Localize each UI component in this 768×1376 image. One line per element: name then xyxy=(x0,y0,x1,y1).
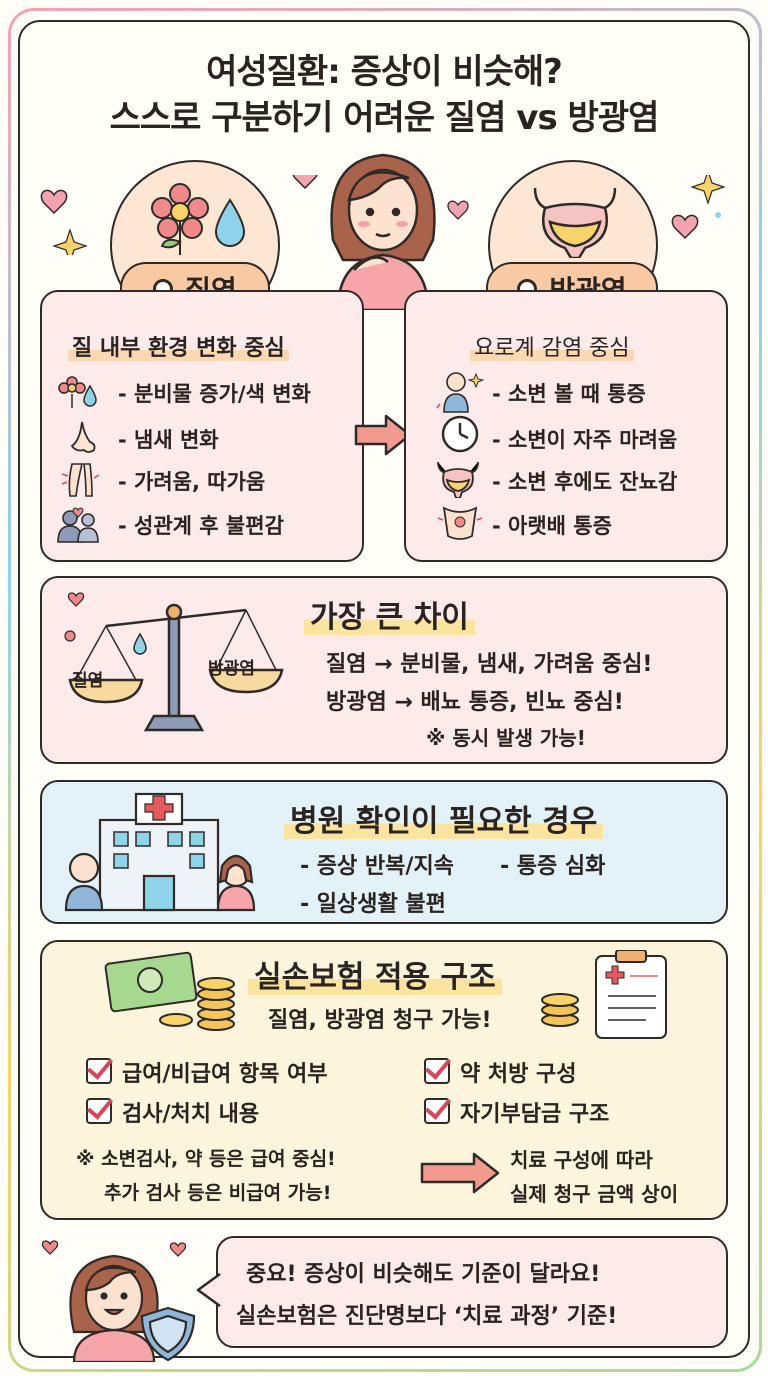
insurance-note-1: ※ 소변검사, 약 등은 급여 중심! xyxy=(76,1148,336,1170)
result-arrow-icon xyxy=(420,1152,500,1194)
itchy-legs-icon xyxy=(61,463,100,497)
flower-drop-icon xyxy=(58,376,97,408)
speech-tail xyxy=(196,1272,221,1308)
scale-left-label: 질염 xyxy=(72,671,104,691)
abdomen-icon xyxy=(437,506,483,540)
page-title-line2: 스스로 구분하기 어려운 질염 vs 방광염 xyxy=(109,98,660,138)
difference-line-1: 질염 → 분비물, 냄새, 가려움 중심! xyxy=(326,652,653,677)
bladder-icon xyxy=(437,461,479,498)
insurance-check-1: 급여/비급여 항목 여부 xyxy=(122,1062,328,1087)
checkbox-icon xyxy=(86,1058,112,1084)
cystitis-item-4: - 아랫배 통증 xyxy=(492,514,612,538)
hospital-icon xyxy=(64,792,256,912)
insurance-check-4: 자기부담금 구조 xyxy=(460,1102,610,1127)
hospital-title: 병원 확인이 필요한 경우 xyxy=(284,796,604,840)
compare-arrow-icon xyxy=(354,414,412,456)
cystitis-item-2: - 소변이 자주 마려움 xyxy=(492,428,678,452)
insurance-result-2: 실제 청구 금액 상이 xyxy=(510,1182,679,1206)
checkbox-icon xyxy=(424,1058,450,1084)
hospital-item-2: - 통증 심화 xyxy=(500,854,606,879)
hospital-item-1: - 증상 반복/지속 xyxy=(300,854,454,879)
clipboard-coins-icon xyxy=(541,950,667,1039)
vaginitis-item-1: - 분비물 증가/색 변화 xyxy=(118,382,311,406)
footer-line-1: 중요! 증상이 비슷해도 기준이 달라요! xyxy=(246,1262,601,1287)
woman-shield-illustration xyxy=(41,1240,196,1362)
cystitis-item-1: - 소변 볼 때 통증 xyxy=(492,382,646,406)
insurance-check-2: 약 처방 구성 xyxy=(460,1062,577,1087)
vaginitis-item-4: - 성관계 후 불편감 xyxy=(118,514,284,538)
scale-right-label: 방광염 xyxy=(208,659,255,679)
hospital-item-3: - 일상생활 불편 xyxy=(300,892,446,917)
insurance-subtitle: 질염, 방광염 청구 가능! xyxy=(268,1008,492,1033)
vaginitis-panel xyxy=(40,290,364,562)
checkbox-icon xyxy=(424,1098,450,1124)
balance-scale-icon xyxy=(64,592,284,732)
money-coins-icon xyxy=(104,951,235,1031)
clock-icon xyxy=(441,415,479,453)
flower-drop-icon xyxy=(151,183,246,255)
pain-person-icon xyxy=(436,372,484,413)
checkbox-icon xyxy=(86,1098,112,1124)
bladder-icon-large xyxy=(533,187,617,258)
difference-note: ※ 동시 발생 가능! xyxy=(426,726,586,750)
footer-speech-bubble xyxy=(216,1236,728,1348)
insurance-note-2: 추가 검사 등은 비급여 가능! xyxy=(104,1182,332,1204)
nose-icon xyxy=(70,421,96,453)
cystitis-item-3: - 소변 후에도 잔뇨감 xyxy=(492,470,678,494)
vaginitis-item-3: - 가려움, 따가움 xyxy=(118,470,266,494)
insurance-title: 실손보험 적용 구조 xyxy=(248,952,502,996)
difference-line-2: 방광염 → 배뇨 통증, 빈뇨 중심! xyxy=(326,690,624,715)
footer-line-2: 실손보험은 진단명보다 ‘치료 과정’ 기준! xyxy=(236,1304,618,1329)
decor-sparkles xyxy=(40,175,726,255)
vaginitis-subtitle: 질 내부 환경 변화 중심 xyxy=(68,330,289,362)
difference-title: 가장 큰 차이 xyxy=(304,592,475,636)
woman-thinking-illustration xyxy=(330,153,436,310)
cystitis-subtitle: 요로계 감염 중심 xyxy=(470,330,634,362)
insurance-result-1: 치료 구성에 따라 xyxy=(510,1148,653,1172)
page-title-line1: 여성질환: 증상이 비슷해? xyxy=(206,52,563,92)
vaginitis-item-2: - 냄새 변화 xyxy=(118,428,219,452)
couple-icon xyxy=(57,507,99,543)
insurance-check-3: 검사/처치 내용 xyxy=(122,1102,260,1127)
